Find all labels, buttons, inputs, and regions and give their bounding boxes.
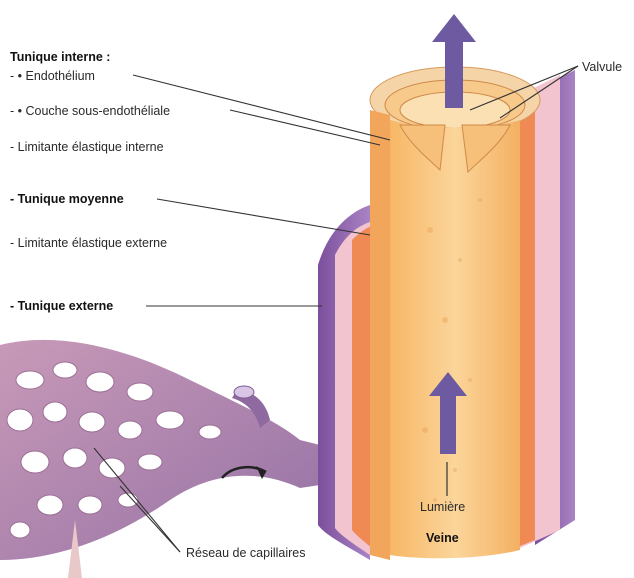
- label-tunique-interne: Tunique interne :: [10, 50, 110, 64]
- label-tunique-moyenne: - Tunique moyenne: [10, 192, 124, 206]
- label-reseau-capillaires: Réseau de capillaires: [186, 546, 306, 560]
- label-tunique-externe: - Tunique externe: [10, 299, 113, 313]
- label-valvule: Valvule: [582, 60, 622, 74]
- label-limitante-externe: - Limitante élastique externe: [10, 236, 167, 250]
- label-limitante-interne: - Limitante élastique interne: [10, 140, 164, 154]
- vein-body: [318, 14, 575, 560]
- label-sous-endotheliale: - • Couche sous-endothéliale: [10, 104, 170, 118]
- label-veine: Veine: [426, 531, 459, 545]
- label-endothelium: - • Endothélium: [10, 69, 95, 83]
- capillary-network: [0, 340, 320, 578]
- label-lumiere: Lumière: [420, 500, 465, 514]
